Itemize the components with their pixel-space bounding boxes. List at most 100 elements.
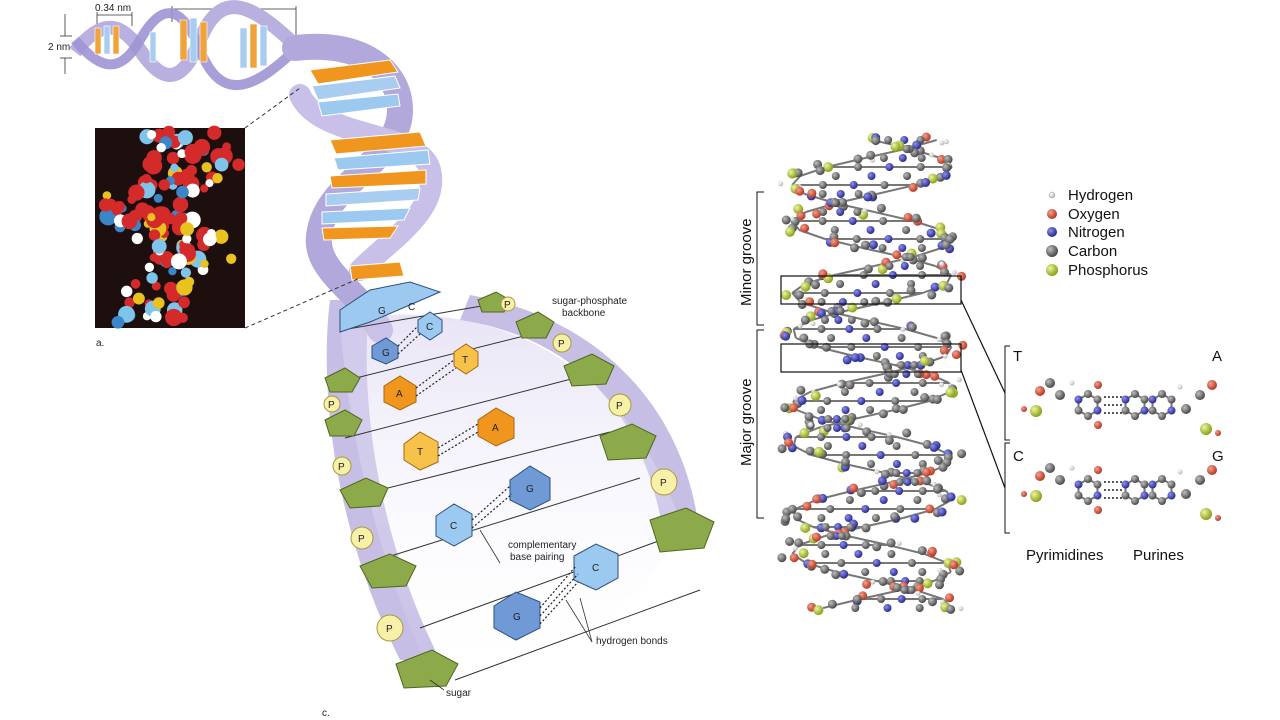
nitrogen-atom [884,235,893,243]
base-letters: G C C G T A A T G C C G [378,302,599,623]
phosphorus-atom [891,293,902,304]
base-a2 [477,407,515,447]
hydrogen-atom [896,541,902,547]
nitrogen-atom [1093,491,1102,500]
carbon-atom [916,262,925,270]
space-fill-atom [205,179,214,188]
nitrogen-atom [1148,480,1157,489]
carbon-atom [1121,406,1130,415]
nitrogen-atom [844,514,853,522]
space-fill-atom [207,125,222,140]
space-fill-atom [150,310,162,323]
label-purines: Purines [1133,547,1184,564]
oxygen-atom [939,346,949,355]
carbon-atom [817,325,826,333]
space-fill-atom [168,267,177,276]
carbon-atom [826,532,835,540]
carbon-atom [916,163,925,171]
phosphorus-atom [800,522,811,533]
carbon-atom [841,415,850,423]
label-backbone: backbone [562,308,606,319]
nitrogen-atom [892,460,901,468]
base-g3 [509,465,551,511]
nitrogen-atom [862,334,871,342]
space-fill-atom [180,222,195,236]
phosphorus-atom [785,226,795,237]
carbon-atom [823,442,832,450]
carbon-atom [861,240,870,250]
phosphorus-atom [781,290,792,300]
phosphorus-atom [1200,508,1212,520]
nitrogen-atom [1167,406,1176,415]
carbon-atom [876,203,886,213]
svg-text:Phosphorus: Phosphorus [1068,262,1148,279]
carbon-atom [827,307,836,315]
carbon-atom [853,154,863,164]
carbon-atom [831,199,840,207]
svg-text:P: P [504,300,511,311]
carbon-atom [871,514,880,522]
nitrogen-atom [845,325,854,333]
space-fill-atom [176,279,193,296]
space-fill-atom [124,297,135,308]
carbon-atom [1158,475,1166,483]
nitrogen-atom [867,172,876,180]
carbon-atom [938,462,948,472]
carbon-atom [1148,406,1157,415]
carbon-atom [940,267,949,277]
carbon-atom [892,469,901,477]
space-fill-atom [177,149,187,159]
phosphorus-atom [813,446,824,457]
svg-text:P: P [386,624,393,635]
nitrogen-atom [898,244,907,252]
legend-item-hydrogen: Hydrogen [1048,187,1133,204]
nitrogen-atom [857,397,866,405]
nitrogen-atom-icon [1047,227,1057,237]
carbon-atom [906,285,916,295]
nitrogen-atom [817,308,826,318]
space-fill-atom [151,238,167,254]
legend-item-nitrogen: Nitrogen [1047,224,1125,241]
carbon-atom [831,172,840,180]
carbon-atom [794,538,804,548]
helix-large [282,33,443,343]
carbon-atom [869,317,879,327]
oxygen-atom [922,467,931,477]
hydrogen-atom [810,321,816,327]
carbon-atom [866,406,875,414]
carbon-atom [850,243,859,253]
nitrogen-atom [903,478,912,486]
carbon-atom [918,460,927,468]
carbon-atom [940,331,950,341]
nitrogen-atom [850,353,860,363]
oxygen-atom [892,250,902,260]
svg-text:P: P [558,339,565,350]
label-sugar: sugar [446,688,472,699]
space-fill-atom [144,262,155,272]
nitrogen-atom [1121,395,1130,404]
nitrogen-atom [921,178,931,187]
svg-text:Carbon: Carbon [1068,243,1117,260]
phosphate-groups [323,296,678,642]
carbon-atom [907,280,916,288]
hydrogen-atom [900,326,906,332]
base-pair-highlight-boxes [780,275,1006,489]
carbon-atom [1045,378,1055,388]
carbon-atom [933,456,943,465]
oxygen-atom [1215,515,1221,521]
nitrogen-atom [868,240,878,250]
carbon-atom [1074,491,1083,500]
carbon-atom [1131,390,1139,398]
nitrogen-atom [853,289,862,297]
phosphorus-atom [799,428,810,438]
carbon-atom [842,451,851,459]
phosphorus-atom [823,162,834,173]
oxygen-atom [889,480,899,489]
nitrogen-atom [900,262,909,270]
base-g2 [371,337,399,365]
carbon-atom [1158,412,1166,420]
nitrogen-atom [912,140,922,150]
svg-text:G: G [382,348,390,359]
svg-text:Nitrogen: Nitrogen [1068,224,1125,241]
carbon-atom [837,559,846,567]
